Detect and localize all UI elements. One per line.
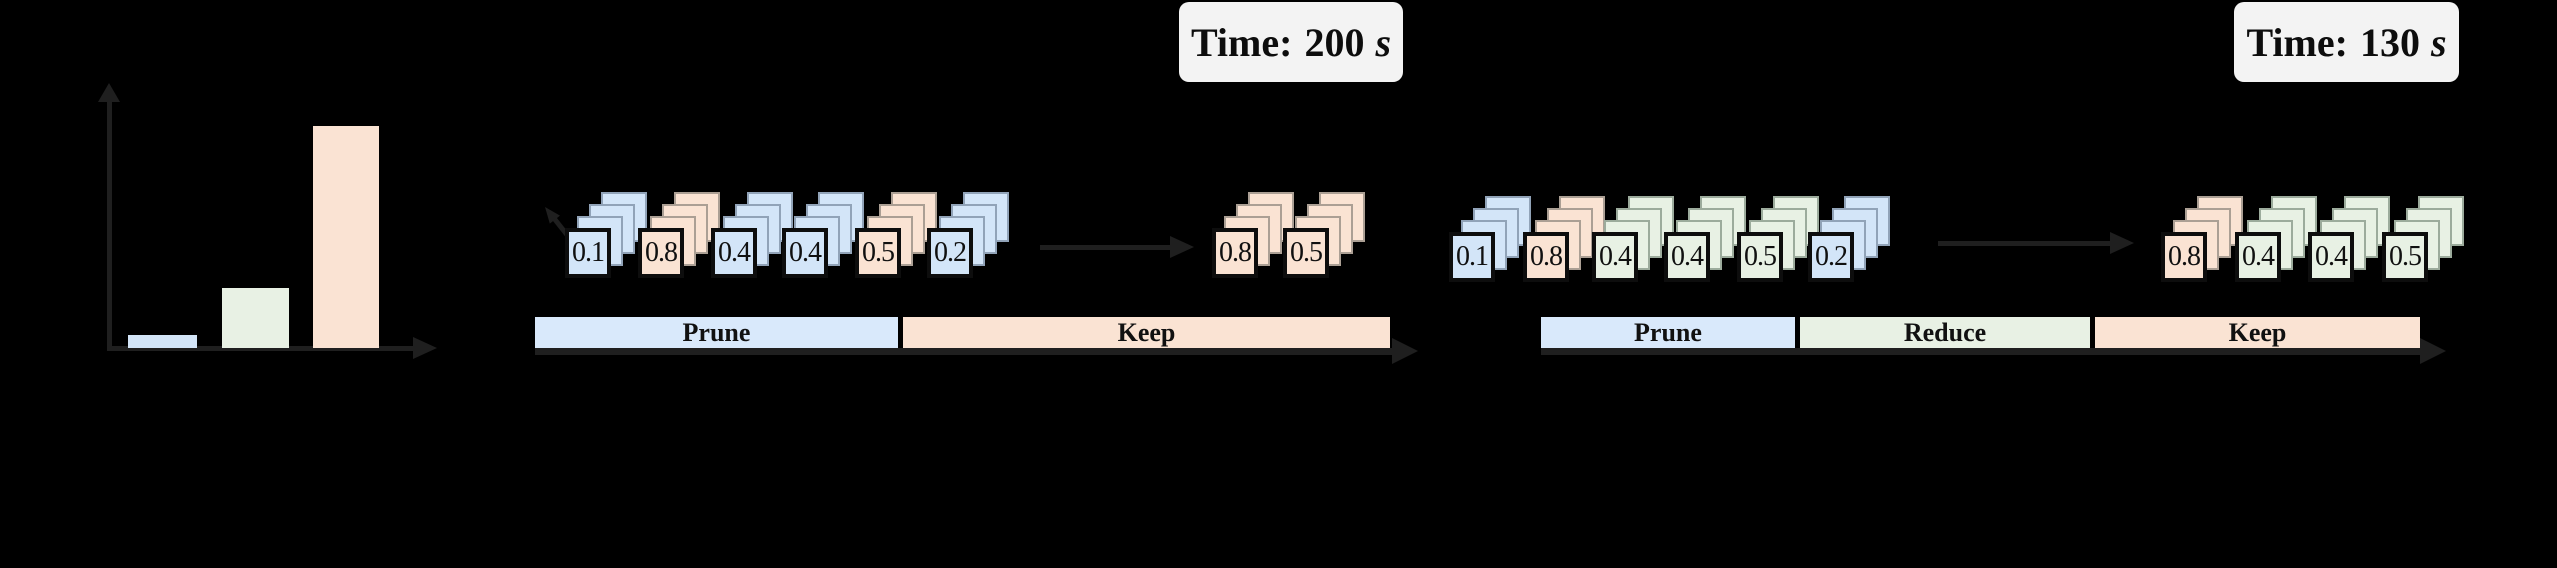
frame-card-front: 0.2 xyxy=(927,228,973,278)
frame-score: 0.4 xyxy=(789,237,822,268)
transform-arrowhead-icon xyxy=(2110,232,2134,254)
timeline-axis xyxy=(1541,348,2420,355)
time-unit: s xyxy=(1375,19,1392,65)
frame-score: 0.1 xyxy=(1456,241,1489,272)
time-badge-panel1: Time: 200 s xyxy=(1179,2,1403,82)
frame-card-front: 0.4 xyxy=(1664,232,1710,282)
transform-arrow xyxy=(1040,245,1172,250)
time-unit: s xyxy=(2430,19,2447,65)
timeline-axis xyxy=(535,348,1392,355)
frame-stack: 0.4 xyxy=(1592,196,1674,282)
frame-stack: 0.5 xyxy=(1737,196,1819,282)
frame-stack: 0.4 xyxy=(2308,196,2390,282)
x-axis xyxy=(107,346,415,351)
transform-arrowhead-icon xyxy=(1170,236,1194,258)
frame-score: 0.1 xyxy=(572,237,605,268)
bar-low-score xyxy=(128,335,197,348)
frame-stack: 0.1 xyxy=(565,192,647,278)
frame-score: 0.8 xyxy=(645,237,678,268)
frame-card-front: 0.8 xyxy=(1523,232,1569,282)
frame-stack: 0.8 xyxy=(1212,192,1294,278)
frame-score: 0.2 xyxy=(1815,241,1848,272)
frame-card-front: 0.1 xyxy=(1449,232,1495,282)
segment-reduce: Reduce xyxy=(1800,317,2090,348)
frame-stack: 0.5 xyxy=(855,192,937,278)
frame-card-front: 0.4 xyxy=(2235,232,2281,282)
time-label: Time: xyxy=(2246,19,2348,65)
segment-keep: Keep xyxy=(903,317,1390,348)
frame-score: 0.4 xyxy=(1671,241,1704,272)
frame-stack: 0.2 xyxy=(927,192,1009,278)
frame-stack: 0.4 xyxy=(1664,196,1746,282)
frame-card-front: 0.1 xyxy=(565,228,611,278)
frame-score: 0.4 xyxy=(2242,241,2275,272)
frame-card-front: 0.5 xyxy=(855,228,901,278)
frame-card-front: 0.4 xyxy=(1592,232,1638,282)
frame-score: 0.4 xyxy=(2315,241,2348,272)
frame-stack: 0.5 xyxy=(1283,192,1365,278)
segment-label: Reduce xyxy=(1903,317,1987,347)
bar-medium-score xyxy=(222,288,289,348)
frame-score: 0.5 xyxy=(1744,241,1777,272)
frame-score: 0.5 xyxy=(1290,237,1323,268)
frame-stack: 0.4 xyxy=(2235,196,2317,282)
frame-score: 0.2 xyxy=(934,237,967,268)
time-value: 130 xyxy=(2359,19,2420,65)
frame-stack: 0.4 xyxy=(782,192,864,278)
x-axis-arrowhead-icon xyxy=(413,337,437,359)
segment-label: Prune xyxy=(1634,317,1702,347)
frame-card-front: 0.8 xyxy=(2161,232,2207,282)
frame-stack: 0.5 xyxy=(2382,196,2464,282)
segment-keep: Keep xyxy=(2095,317,2420,348)
frame-stack: 0.8 xyxy=(2161,196,2243,282)
time-label: Time: xyxy=(1190,19,1293,65)
segment-label: Keep xyxy=(2228,317,2287,347)
frame-stack: 0.2 xyxy=(1808,196,1890,282)
frame-card-front: 0.4 xyxy=(782,228,828,278)
frame-score: 0.5 xyxy=(2389,241,2422,272)
frame-card-front: 0.8 xyxy=(638,228,684,278)
frame-score: 0.4 xyxy=(1599,241,1632,272)
frame-card-front: 0.8 xyxy=(1212,228,1258,278)
frame-card-front: 0.5 xyxy=(1737,232,1783,282)
frame-card-front: 0.4 xyxy=(711,228,757,278)
segment-prune: Prune xyxy=(1541,317,1795,348)
bar-high-score xyxy=(313,126,379,348)
timeline-arrowhead-icon xyxy=(1392,338,1418,364)
timeline-arrowhead-icon xyxy=(2420,338,2446,364)
frame-card-front: 0.5 xyxy=(1283,228,1329,278)
frame-stack: 0.1 xyxy=(1449,196,1531,282)
frame-score: 0.5 xyxy=(862,237,895,268)
transform-arrow xyxy=(1938,241,2110,246)
time-value: 200 xyxy=(1304,19,1365,65)
frame-score: 0.8 xyxy=(2168,241,2201,272)
time-badge-panel2: Time: 130 s xyxy=(2234,2,2459,82)
frame-score: 0.8 xyxy=(1219,237,1252,268)
frame-card-front: 0.5 xyxy=(2382,232,2428,282)
segment-prune: Prune xyxy=(535,317,898,348)
frame-score: 0.8 xyxy=(1530,241,1563,272)
segment-label: Keep xyxy=(1117,317,1176,347)
segment-label: Prune xyxy=(682,317,751,347)
frame-score: 0.4 xyxy=(718,237,751,268)
y-axis xyxy=(107,100,112,350)
frame-stack: 0.8 xyxy=(638,192,720,278)
frame-card-front: 0.2 xyxy=(1808,232,1854,282)
frame-card-front: 0.4 xyxy=(2308,232,2354,282)
y-axis-arrowhead-icon xyxy=(98,83,120,102)
frame-stack: 0.4 xyxy=(711,192,793,278)
